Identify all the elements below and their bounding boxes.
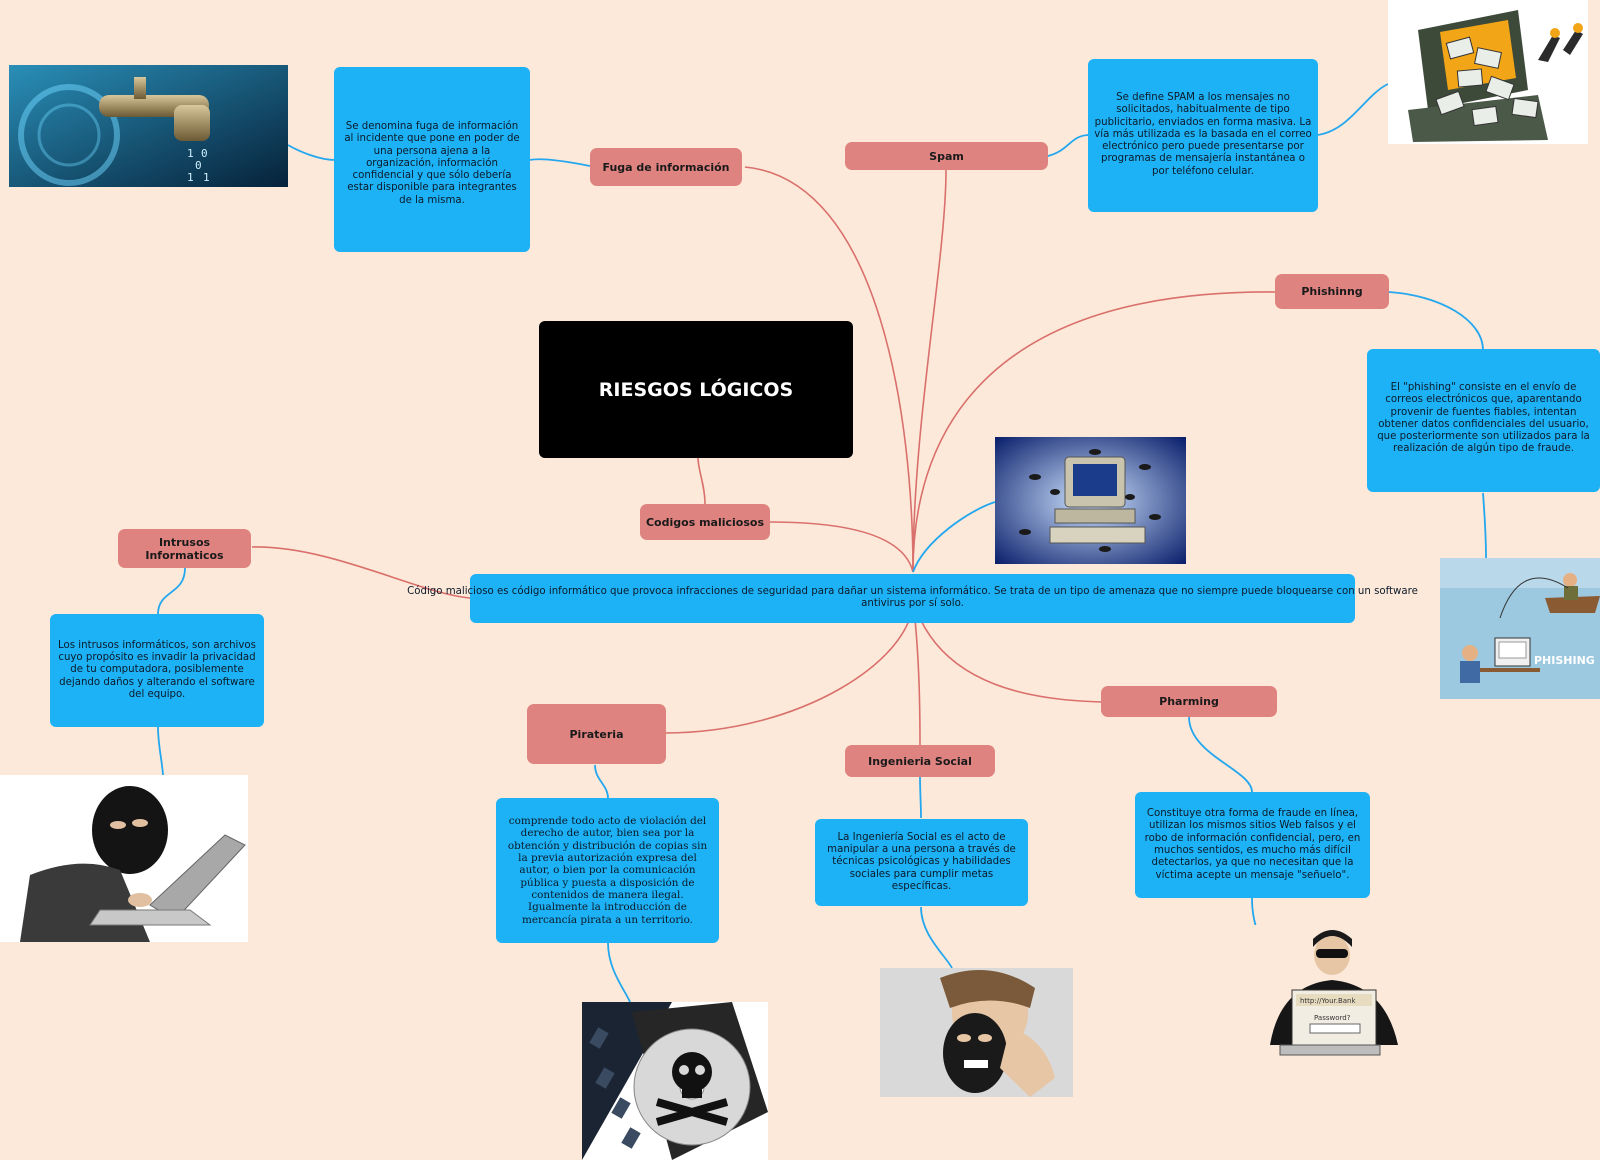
svg-text:1: 1 bbox=[187, 147, 194, 160]
topic-spam[interactable]: Spam bbox=[845, 142, 1048, 170]
desc-phishing-text: El "phishing" consiste en el envío de co… bbox=[1377, 382, 1590, 455]
image-phishing-fisher: PHISHING bbox=[1440, 558, 1600, 699]
topic-phishing-label: Phishinng bbox=[1301, 285, 1363, 298]
desc-codigos[interactable]: Código malicioso es código informático q… bbox=[407, 574, 1418, 623]
desc-pharming-text: Constituye otra forma de fraude en línea… bbox=[1144, 808, 1361, 881]
topic-pharming-label: Pharming bbox=[1159, 695, 1219, 708]
image-piracy-cd bbox=[582, 1002, 768, 1160]
link-pharming-desc bbox=[1188, 716, 1253, 793]
branch-central bbox=[697, 457, 706, 505]
topic-codigos-label: Codigos maliciosos bbox=[645, 515, 764, 529]
topic-codigos[interactable]: Codigos maliciosos bbox=[640, 504, 770, 540]
branch-spam bbox=[912, 169, 947, 573]
desc-codigos-text: Código malicioso es código informático q… bbox=[407, 586, 1418, 610]
topic-phishing[interactable]: Phishinng bbox=[1275, 274, 1389, 309]
branch-pirateria bbox=[664, 599, 914, 734]
topic-intrusos[interactable]: Intrusos Informaticos bbox=[118, 529, 251, 568]
desc-pharming[interactable]: Constituye otra forma de fraude en línea… bbox=[1135, 792, 1370, 898]
link-spam-desc bbox=[1047, 134, 1089, 157]
topic-spam-label: Spam bbox=[929, 149, 964, 163]
topic-fuga[interactable]: Fuga de información bbox=[590, 148, 742, 186]
desc-pirateria[interactable]: comprende todo acto de violación del der… bbox=[496, 798, 719, 943]
image-social-engineering-mask bbox=[880, 968, 1073, 1097]
link-ingenieria-img bbox=[920, 906, 953, 969]
svg-text:0: 0 bbox=[201, 147, 208, 160]
topic-fuga-label: Fuga de información bbox=[602, 160, 730, 174]
desc-spam-text: Se define SPAM a los mensajes no solicit… bbox=[1094, 92, 1312, 177]
central-title: RIESGOS LÓGICOS bbox=[598, 378, 794, 401]
branch-phishing bbox=[912, 291, 1276, 573]
phishing-caption: PHISHING bbox=[1534, 654, 1595, 667]
desc-ingenieria-text: La Ingeniería Social es el acto de manip… bbox=[827, 831, 1016, 892]
desc-pirateria-text: comprende todo acto de violación del der… bbox=[507, 815, 708, 926]
link-spam-img bbox=[1317, 83, 1389, 136]
pharming-password-label: Password? bbox=[1314, 1014, 1351, 1022]
link-intrusos-desc bbox=[157, 567, 186, 615]
pharming-url: http://Your.Bank bbox=[1300, 997, 1356, 1005]
svg-text:1: 1 bbox=[187, 171, 194, 184]
image-malware-computer bbox=[995, 437, 1186, 564]
desc-phishing[interactable]: El "phishing" consiste en el envío de co… bbox=[1367, 349, 1600, 492]
desc-spam[interactable]: Se define SPAM a los mensajes no solicit… bbox=[1088, 59, 1318, 212]
desc-ingenieria[interactable]: La Ingeniería Social es el acto de manip… bbox=[815, 819, 1028, 906]
link-pirateria-desc bbox=[594, 764, 609, 799]
central-title-node[interactable]: RIESGOS LÓGICOS bbox=[539, 321, 853, 458]
link-pirateria-img bbox=[607, 942, 631, 1003]
link-fuga-desc bbox=[529, 158, 591, 167]
branch-pharming bbox=[912, 599, 1103, 703]
svg-text:0: 0 bbox=[195, 159, 202, 172]
link-ingenieria-desc bbox=[919, 776, 922, 819]
link-phishing-img bbox=[1482, 492, 1487, 559]
image-intruder-laptop bbox=[0, 775, 248, 942]
link-intrusos-img bbox=[157, 726, 164, 776]
image-pharming-thief: http://Your.Bank Password? bbox=[1240, 925, 1410, 1060]
link-codigos-img bbox=[912, 501, 996, 573]
topic-pirateria[interactable]: Pirateria bbox=[527, 704, 666, 764]
branch-fuga bbox=[744, 166, 914, 573]
topic-intrusos-label: Intrusos Informaticos bbox=[145, 535, 224, 562]
image-spam-computer bbox=[1388, 0, 1588, 144]
topic-ingenieria-label: Ingenieria Social bbox=[868, 754, 972, 768]
desc-fuga-text: Se denomina fuga de información al incid… bbox=[344, 121, 520, 206]
desc-intrusos[interactable]: Los intrusos informáticos, son archivos … bbox=[50, 614, 264, 727]
topic-ingenieria[interactable]: Ingenieria Social bbox=[845, 745, 995, 777]
svg-text:1: 1 bbox=[203, 171, 210, 184]
desc-intrusos-text: Los intrusos informáticos, son archivos … bbox=[58, 639, 256, 700]
branch-codigos bbox=[769, 521, 914, 573]
desc-fuga[interactable]: Se denomina fuga de información al incid… bbox=[334, 67, 530, 252]
topic-pharming[interactable]: Pharming bbox=[1101, 686, 1277, 717]
link-fuga-img bbox=[287, 144, 336, 161]
topic-pirateria-label: Pirateria bbox=[569, 727, 624, 741]
link-phishing-desc bbox=[1387, 291, 1484, 351]
